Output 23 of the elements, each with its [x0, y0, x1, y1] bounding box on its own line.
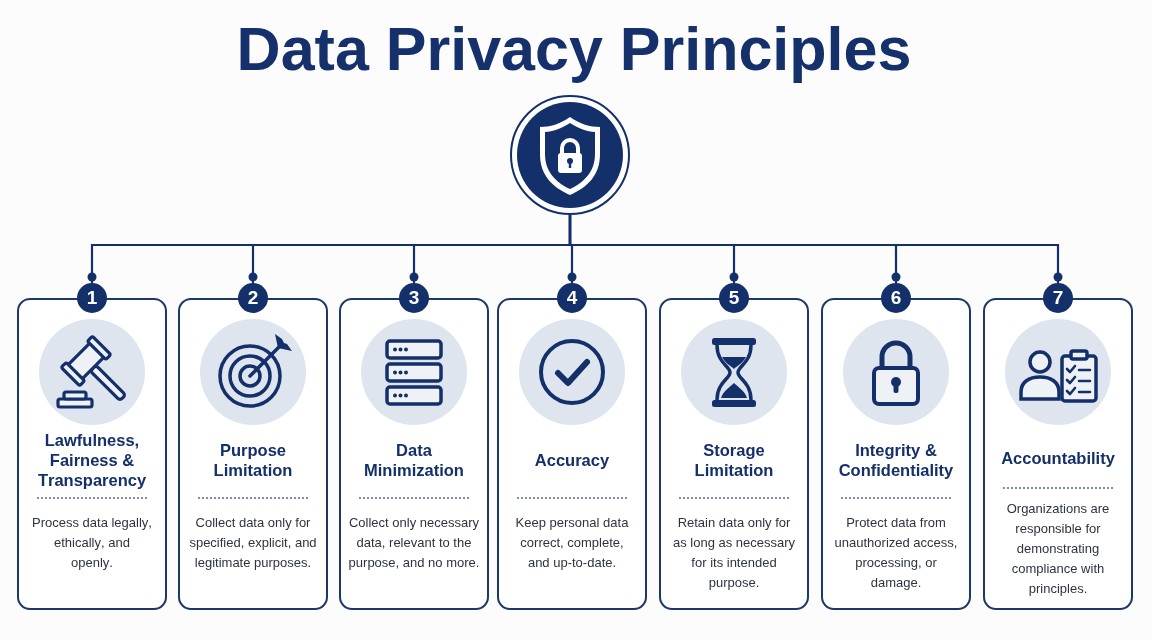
- number-badge: 6: [881, 283, 911, 313]
- card-heading: Accountability: [1001, 448, 1115, 468]
- connector-line: [568, 215, 1063, 283]
- card-heading: Lawfulness, Fairness & Transparency: [36, 430, 148, 490]
- card-heading: Integrity & Confidentiality: [837, 440, 955, 480]
- number-badge: 1: [77, 283, 107, 313]
- diagram-title: Data Privacy Principles: [236, 14, 912, 84]
- number-badge: 7: [1043, 283, 1073, 313]
- number-badge: 3: [399, 283, 429, 313]
- number-badge: 5: [719, 283, 749, 313]
- card-description: Organizations are responsible for demonstrating compliance with principles.: [1005, 500, 1111, 598]
- card-description: Protect data from unauthorized access, processing, or damage.: [833, 514, 959, 592]
- card-heading: Storage Limitation: [693, 440, 775, 480]
- card-description: Collect only necessary data, relevant to the purpose, and no more.: [347, 514, 481, 572]
- card-description: Keep personal data correct, complete, and up-to-date.: [514, 514, 630, 572]
- card-heading: Purpose Limitation: [212, 440, 294, 480]
- card-heading: Accuracy: [534, 450, 610, 470]
- number-badge: 2: [238, 283, 268, 313]
- card-description: Collect data only for specified, explicit, and legitimate purposes.: [188, 514, 318, 572]
- card-heading: Data Minimization: [363, 440, 465, 480]
- number-badge: 4: [557, 283, 587, 313]
- card-description: Process data legally, ethically, and openly.: [31, 514, 153, 572]
- card-description: Retain data only for as long as necessary for its intended purpose.: [671, 514, 797, 592]
